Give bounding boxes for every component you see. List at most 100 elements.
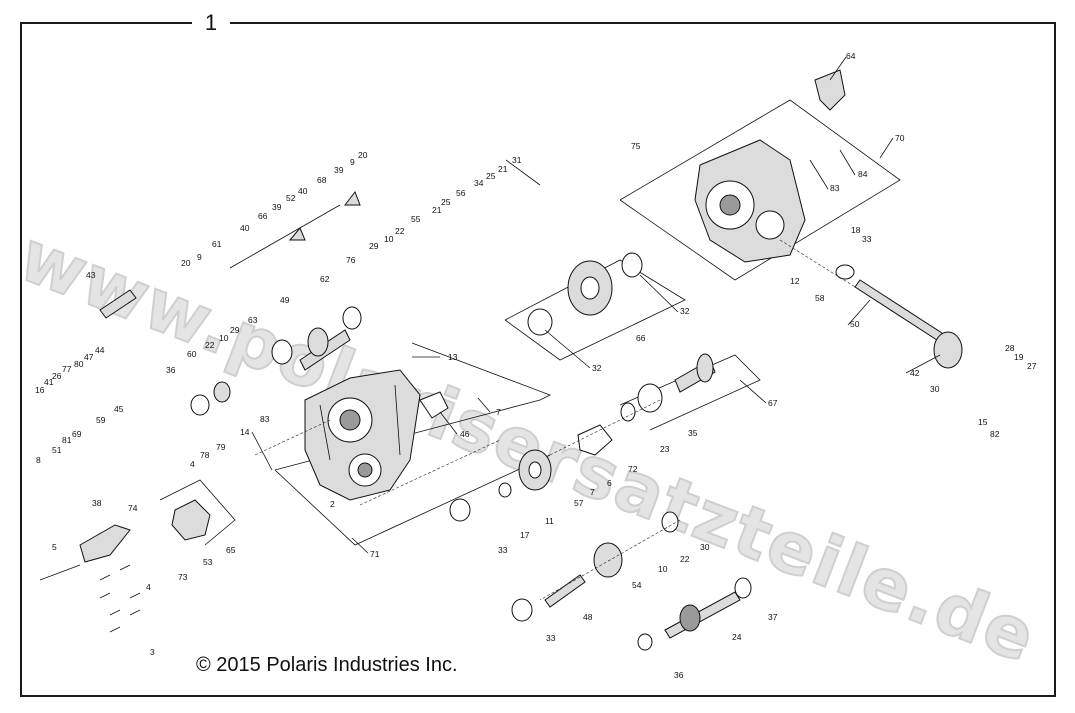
callout-2: 2 [330, 499, 335, 509]
callout-52: 52 [286, 193, 296, 203]
callout-21: 21 [498, 164, 508, 174]
copyright-text: © 2015 Polaris Industries Inc. [196, 654, 458, 676]
callout-25: 25 [441, 197, 451, 207]
callout-70: 70 [895, 133, 905, 143]
callout-71: 71 [370, 549, 380, 559]
callout-58: 58 [815, 293, 825, 303]
gear-66 [527, 252, 643, 336]
shaft-50 [835, 264, 963, 369]
callout-13: 13 [448, 352, 458, 362]
leader-lines [251, 56, 941, 554]
callout-15: 15 [978, 417, 988, 427]
callout-22: 22 [205, 340, 215, 350]
callout-10: 10 [384, 234, 394, 244]
callout-22: 22 [680, 554, 690, 564]
callout-74: 74 [128, 503, 138, 513]
callout-78: 78 [200, 450, 210, 460]
callout-labels: 13 7 46 71 2 14 83 79 78 4 65 53 73 74 5… [35, 51, 1037, 680]
callout-14: 14 [240, 427, 250, 437]
callout-6: 6 [607, 478, 612, 488]
callout-56: 56 [456, 188, 466, 198]
diagram-number: 1 [192, 8, 230, 38]
callout-45: 45 [114, 404, 124, 414]
callout-38: 38 [92, 498, 102, 508]
bolt-group [39, 564, 141, 633]
shaft-24 [637, 577, 752, 651]
callout-80: 80 [74, 359, 84, 369]
shaft-48 [511, 511, 679, 622]
callout-77: 77 [62, 364, 72, 374]
callout-3: 3 [150, 647, 155, 657]
callout-39: 39 [334, 165, 344, 175]
callout-54: 54 [632, 580, 642, 590]
callout-29: 29 [369, 241, 379, 251]
callout-12: 12 [790, 276, 800, 286]
callout-72: 72 [628, 464, 638, 474]
callout-55: 55 [411, 214, 421, 224]
callout-32: 32 [592, 363, 602, 373]
callout-47: 47 [84, 352, 94, 362]
callout-69: 69 [72, 429, 82, 439]
callout-82: 82 [990, 429, 1000, 439]
callout-64: 64 [846, 51, 856, 61]
callout-33: 33 [546, 633, 556, 643]
callout-43: 43 [86, 270, 96, 280]
callout-42: 42 [910, 368, 920, 378]
callout-83: 83 [260, 414, 270, 424]
plate-46 [419, 391, 449, 419]
callout-49: 49 [280, 295, 290, 305]
callout-4: 4 [146, 582, 151, 592]
callout-34: 34 [474, 178, 484, 188]
callout-84: 84 [858, 169, 868, 179]
callout-60: 60 [187, 349, 197, 359]
callout-83: 83 [830, 183, 840, 193]
callout-68: 68 [317, 175, 327, 185]
gearbox-housing [304, 369, 421, 501]
callout-57: 57 [574, 498, 584, 508]
callout-5: 5 [52, 542, 57, 552]
callout-30: 30 [930, 384, 940, 394]
callout-46: 46 [460, 429, 470, 439]
callout-29: 29 [230, 325, 240, 335]
gear-57 [449, 449, 552, 522]
callout-28: 28 [1005, 343, 1015, 353]
callout-53: 53 [203, 557, 213, 567]
callout-73: 73 [178, 572, 188, 582]
callout-10: 10 [658, 564, 668, 574]
callout-61: 61 [212, 239, 222, 249]
callout-9: 9 [197, 252, 202, 262]
callout-30: 30 [700, 542, 710, 552]
callout-44: 44 [95, 345, 105, 355]
callout-20: 20 [181, 258, 191, 268]
callout-33: 33 [498, 545, 508, 555]
callout-63: 63 [248, 315, 258, 325]
callout-66: 66 [258, 211, 268, 221]
callout-62: 62 [320, 274, 330, 284]
callout-17: 17 [520, 530, 530, 540]
callout-66: 66 [636, 333, 646, 343]
callout-36: 36 [674, 670, 684, 680]
callout-32: 32 [680, 306, 690, 316]
cover-53 [171, 499, 211, 541]
bracket-64 [814, 69, 846, 111]
diagram-frame [20, 22, 1056, 697]
shaft-67 [620, 353, 716, 422]
callout-41: 41 [44, 377, 54, 387]
callout-37: 37 [768, 612, 778, 622]
callout-81: 81 [62, 435, 72, 445]
callout-7: 7 [590, 487, 595, 497]
group-box-65 [159, 479, 236, 546]
shaft-49 [190, 306, 362, 416]
callout-40: 40 [240, 223, 250, 233]
callout-10: 10 [219, 333, 229, 343]
callout-22: 22 [395, 226, 405, 236]
callout-23: 23 [660, 444, 670, 454]
callout-65: 65 [226, 545, 236, 555]
shaft-43 [99, 289, 137, 319]
callout-40: 40 [298, 186, 308, 196]
callout-20: 20 [358, 150, 368, 160]
callout-8: 8 [36, 455, 41, 465]
callout-36: 36 [166, 365, 176, 375]
group-box-70 [619, 99, 901, 281]
